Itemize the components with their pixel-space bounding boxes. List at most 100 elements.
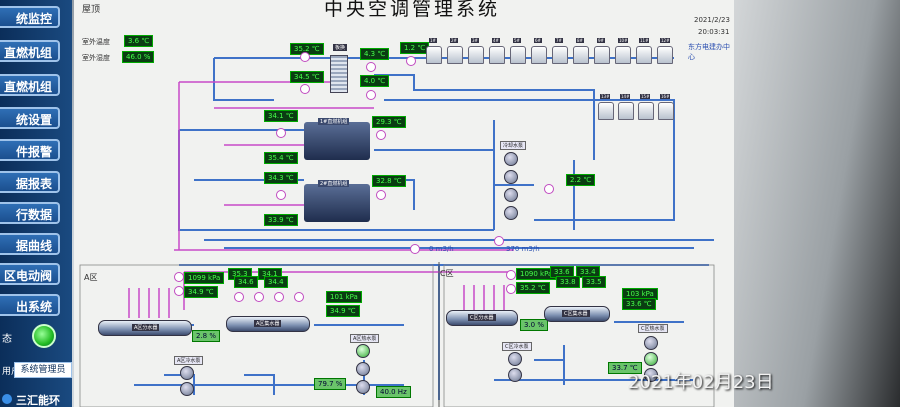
cooling-tower-label: 14# <box>620 94 631 99</box>
area-a-label: A区 <box>84 273 98 282</box>
area-c-cold-pump-2-icon[interactable] <box>508 368 522 382</box>
chiller2-reading-in: 34.3 ℃ <box>264 172 298 184</box>
cooling-reading: 2.2 ℃ <box>566 174 596 186</box>
area-a-hot-pump-3-icon[interactable] <box>356 380 370 394</box>
outdoor-humidity-value: 46.0 % <box>122 51 155 63</box>
status-label: 态 <box>2 334 12 345</box>
cooling-pump-1-icon[interactable] <box>504 152 518 166</box>
sensor-node[interactable] <box>174 272 184 282</box>
cooling-tower-icon[interactable] <box>573 46 589 64</box>
chiller1-reading-out: 35.4 ℃ <box>264 152 298 164</box>
sensor-node[interactable] <box>300 84 310 94</box>
area-c-hot-pump-1-icon[interactable] <box>644 336 658 350</box>
cooling-tower-label: 11# <box>639 38 650 43</box>
nav-exit-system[interactable]: 出系统 <box>0 294 60 316</box>
area-a-temp: 34.9 ℃ <box>184 286 218 298</box>
sensor-node[interactable] <box>376 130 386 140</box>
cooling-tower-label: 9# <box>597 38 605 43</box>
sensor-node[interactable] <box>274 292 284 302</box>
sensor-node[interactable] <box>276 190 286 200</box>
nav-data-curve[interactable]: 据曲线 <box>0 233 60 255</box>
cooling-tower-icon[interactable] <box>531 46 547 64</box>
chiller2-reading-right: 32.8 ℃ <box>372 175 406 187</box>
cooling-tower-icon[interactable] <box>594 46 610 64</box>
area-c-small-3: 33.8 <box>556 276 580 288</box>
flow-reading-1: 0 m3/h <box>429 245 454 253</box>
sensor-node[interactable] <box>366 62 376 72</box>
company-label: 东方电建办中心 <box>688 43 730 61</box>
sensor-node[interactable] <box>544 184 554 194</box>
area-c-temp: 35.2 ℃ <box>516 282 550 294</box>
cooling-tower-icon[interactable] <box>426 46 442 64</box>
cooling-tower-icon[interactable] <box>510 46 526 64</box>
cooling-pump-2-icon[interactable] <box>504 170 518 184</box>
photo-timestamp: 2021年02月23日 <box>628 372 774 393</box>
cooling-tower-icon[interactable] <box>658 102 674 120</box>
cooling-tower-label: 1# <box>429 38 437 43</box>
nav-zone-valve[interactable]: 区电动阀 <box>0 263 60 285</box>
cooling-tower-icon[interactable] <box>615 46 631 64</box>
nav-system-settings[interactable]: 统设置 <box>0 107 60 129</box>
area-a-temp-2: 34.9 ℃ <box>326 305 360 317</box>
area-a-hot-pump-2-icon[interactable] <box>356 362 370 376</box>
user-label: 用户 <box>2 367 21 377</box>
area-c-pump-temp: 33.7 ℃ <box>608 362 642 374</box>
nav-data-report[interactable]: 据报表 <box>0 171 60 193</box>
sensor-node[interactable] <box>254 292 264 302</box>
area-c-cold-pump-label: C区冷水泵 <box>502 342 532 351</box>
sensor-node[interactable] <box>276 128 286 138</box>
area-a-cold-pump-2-icon[interactable] <box>180 382 194 396</box>
nav-running-data[interactable]: 行数据 <box>0 202 60 224</box>
cooling-pump-4-icon[interactable] <box>504 206 518 220</box>
chiller2-icon[interactable] <box>304 184 370 222</box>
sensor-node[interactable] <box>506 284 516 294</box>
cooling-tower-label: 8# <box>576 38 584 43</box>
area-c-hot-pump-3-icon[interactable] <box>644 368 658 382</box>
area-a-hot-pump-1-icon[interactable] <box>356 344 370 358</box>
area-c-cold-pump-1-icon[interactable] <box>508 352 522 366</box>
sensor-node[interactable] <box>366 90 376 100</box>
nav-event-alarm[interactable]: 件报警 <box>0 139 60 161</box>
sensor-node[interactable] <box>294 292 304 302</box>
area-c-valve-opening: 3.0 % <box>520 319 549 331</box>
area-c-hot-pump-2-icon[interactable] <box>644 352 658 366</box>
brand-logo-icon <box>2 394 12 404</box>
cooling-tower-label: 12# <box>660 38 671 43</box>
nav-chiller-2[interactable]: 直燃机组 <box>0 74 60 96</box>
area-c-small-4: 33.5 <box>582 276 606 288</box>
cooling-tower-icon[interactable] <box>636 46 652 64</box>
region-label: 屋顶 <box>82 5 101 15</box>
nav-system-monitor[interactable]: 统监控 <box>0 6 60 28</box>
sensor-node[interactable] <box>494 236 504 246</box>
area-c-label: C区 <box>440 269 454 278</box>
cooling-tower-icon[interactable] <box>552 46 568 64</box>
reading-r5: 1.2 ℃ <box>400 42 430 54</box>
sensor-node[interactable] <box>410 244 420 254</box>
status-indicator-icon <box>32 324 56 348</box>
nav-chiller-1[interactable]: 直燃机组 <box>0 40 60 62</box>
cooling-tower-label: 13# <box>600 94 611 99</box>
sensor-node[interactable] <box>506 270 516 280</box>
cooling-pump-3-icon[interactable] <box>504 188 518 202</box>
cooling-tower-icon[interactable] <box>657 46 673 64</box>
area-c-hot-pump-label: C区热水泵 <box>638 324 668 333</box>
area-a-cold-pump-1-icon[interactable] <box>180 366 194 380</box>
sensor-node[interactable] <box>174 286 184 296</box>
cooling-tower-icon[interactable] <box>618 102 634 120</box>
user-field[interactable]: 系统管理员 <box>14 362 72 378</box>
cooling-tower-icon[interactable] <box>468 46 484 64</box>
area-a-pressure: 1099 kPa <box>184 272 225 284</box>
cooling-tower-icon[interactable] <box>447 46 463 64</box>
outdoor-humidity-label: 室外湿度 <box>82 54 110 62</box>
flow-reading-2: 370 m3/h <box>506 245 540 253</box>
cooling-tower-icon[interactable] <box>598 102 614 120</box>
cooling-tower-icon[interactable] <box>489 46 505 64</box>
sensor-node[interactable] <box>406 56 416 66</box>
cooling-tower-icon[interactable] <box>638 102 654 120</box>
chiller1-icon[interactable] <box>304 122 370 160</box>
sensor-node[interactable] <box>376 190 386 200</box>
sensor-node[interactable] <box>300 52 310 62</box>
side-nav: 统监控 直燃机组 直燃机组 统设置 件报警 据报表 行数据 据曲线 区电动阀 出… <box>0 0 72 407</box>
sensor-node[interactable] <box>234 292 244 302</box>
